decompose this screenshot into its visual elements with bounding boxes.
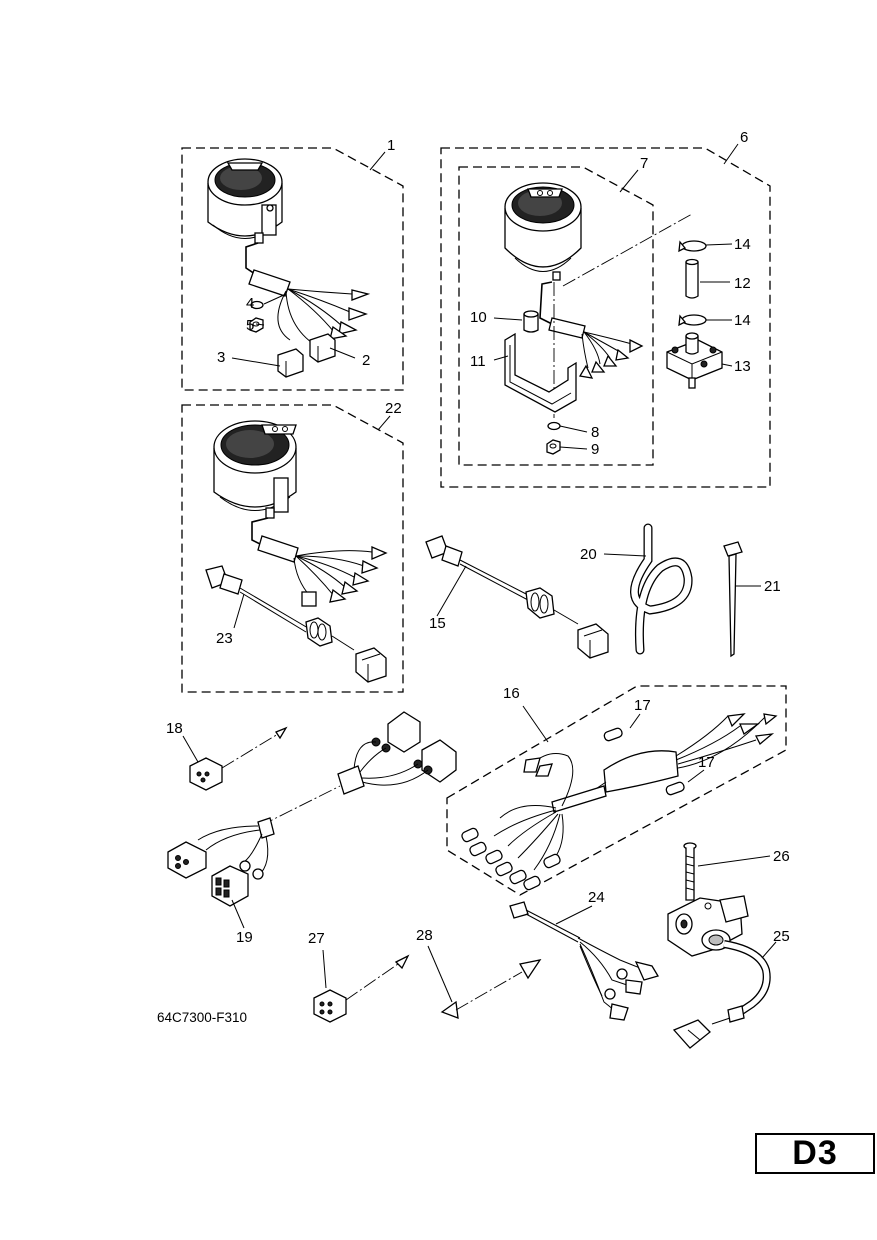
group-16-wire-harness [446, 685, 787, 896]
callout-16: 16 [503, 685, 520, 702]
callout-27: 27 [308, 930, 325, 947]
hose-part-20 [630, 523, 693, 655]
connection-arrow-part-28 [440, 959, 542, 1019]
callout-labels: 1 2 3 4 5 6 7 8 9 10 11 12 13 14 14 15 1… [166, 129, 790, 947]
sleeve-part-17-lower [665, 781, 685, 796]
connector-part-2 [309, 333, 336, 363]
group-22-boundary [181, 404, 404, 693]
tube-part-12 [685, 258, 699, 299]
meter-gauge-7 [504, 182, 582, 281]
hose-clamp-part-14-lower [678, 314, 707, 327]
bolt-part-26 [683, 842, 697, 901]
leader-lines [182, 143, 777, 1003]
cap-part-10 [523, 310, 539, 333]
washer-part-4 [250, 300, 264, 310]
group-1-meter-kit [181, 147, 404, 391]
callout-14-upper: 14 [734, 236, 751, 253]
meter-gauge-1 [207, 158, 283, 244]
callout-28: 28 [416, 927, 433, 944]
group-6-meter-kit [440, 147, 771, 488]
hose-clamp-part-14-upper [678, 240, 707, 253]
connector-upper [371, 711, 457, 783]
group-22-meter-kit [181, 404, 404, 693]
callout-26: 26 [773, 848, 790, 865]
extension-cable-part-23 [205, 565, 387, 683]
connector-cap-part-18 [189, 726, 288, 791]
terminal-arrows-22 [301, 546, 388, 607]
cable-part-24 [509, 901, 659, 1021]
group-7-boundary [458, 166, 654, 466]
nut-part-5 [249, 317, 264, 333]
washer-part-8 [547, 421, 561, 431]
wire-bundle-22 [293, 550, 373, 597]
connector-part-3 [277, 348, 304, 378]
callout-15: 15 [429, 615, 446, 632]
callout-17-lower: 17 [698, 754, 715, 771]
callout-1: 1 [387, 137, 395, 154]
callout-14-lower: 14 [734, 312, 751, 329]
connector-lower [211, 860, 264, 907]
sensor-block-part-13 [666, 332, 723, 389]
callout-24: 24 [588, 889, 605, 906]
terminal-arrows-1 [329, 289, 371, 340]
callout-25: 25 [773, 928, 790, 945]
wire-bundle-7 [581, 331, 633, 369]
callout-19: 19 [236, 929, 253, 946]
connector-left [167, 841, 207, 879]
callout-4: 4 [246, 295, 254, 312]
callout-5: 5 [246, 317, 254, 334]
callout-12: 12 [734, 275, 751, 292]
connector-cap-part-27 [313, 954, 410, 1023]
sender-unit-part-25 [667, 895, 771, 1049]
callout-3: 3 [217, 349, 225, 366]
group-6-boundary [440, 147, 771, 488]
callout-9: 9 [591, 441, 599, 458]
callout-10: 10 [470, 309, 487, 326]
callout-11: 11 [470, 353, 486, 370]
harness-16-terminals [461, 827, 561, 891]
callout-8: 8 [591, 424, 599, 441]
harness-16-body [493, 713, 778, 871]
figure-code: 64C7300-F310 [157, 1010, 247, 1025]
page-code-box: D3 [755, 1133, 875, 1174]
nut-part-9 [546, 439, 561, 455]
page-code: D3 [792, 1134, 838, 1172]
meter-gauge-22 [213, 420, 297, 519]
callout-21: 21 [764, 578, 781, 595]
extension-cable-part-15 [425, 535, 609, 659]
callout-20: 20 [580, 546, 597, 563]
callout-7: 7 [640, 155, 648, 172]
sleeve-part-17-upper [603, 727, 623, 742]
callout-23: 23 [216, 630, 233, 647]
callout-22: 22 [385, 400, 402, 417]
callout-2: 2 [362, 352, 370, 369]
terminal-arrows-7 [578, 338, 644, 379]
callout-13: 13 [734, 358, 751, 375]
bracket-part-11 [504, 332, 577, 413]
callout-18: 18 [166, 720, 183, 737]
callout-17-upper: 17 [634, 697, 651, 714]
cable-tie-part-21 [723, 541, 743, 658]
wire-harness-part-19 [167, 711, 457, 907]
callout-6: 6 [740, 129, 748, 146]
